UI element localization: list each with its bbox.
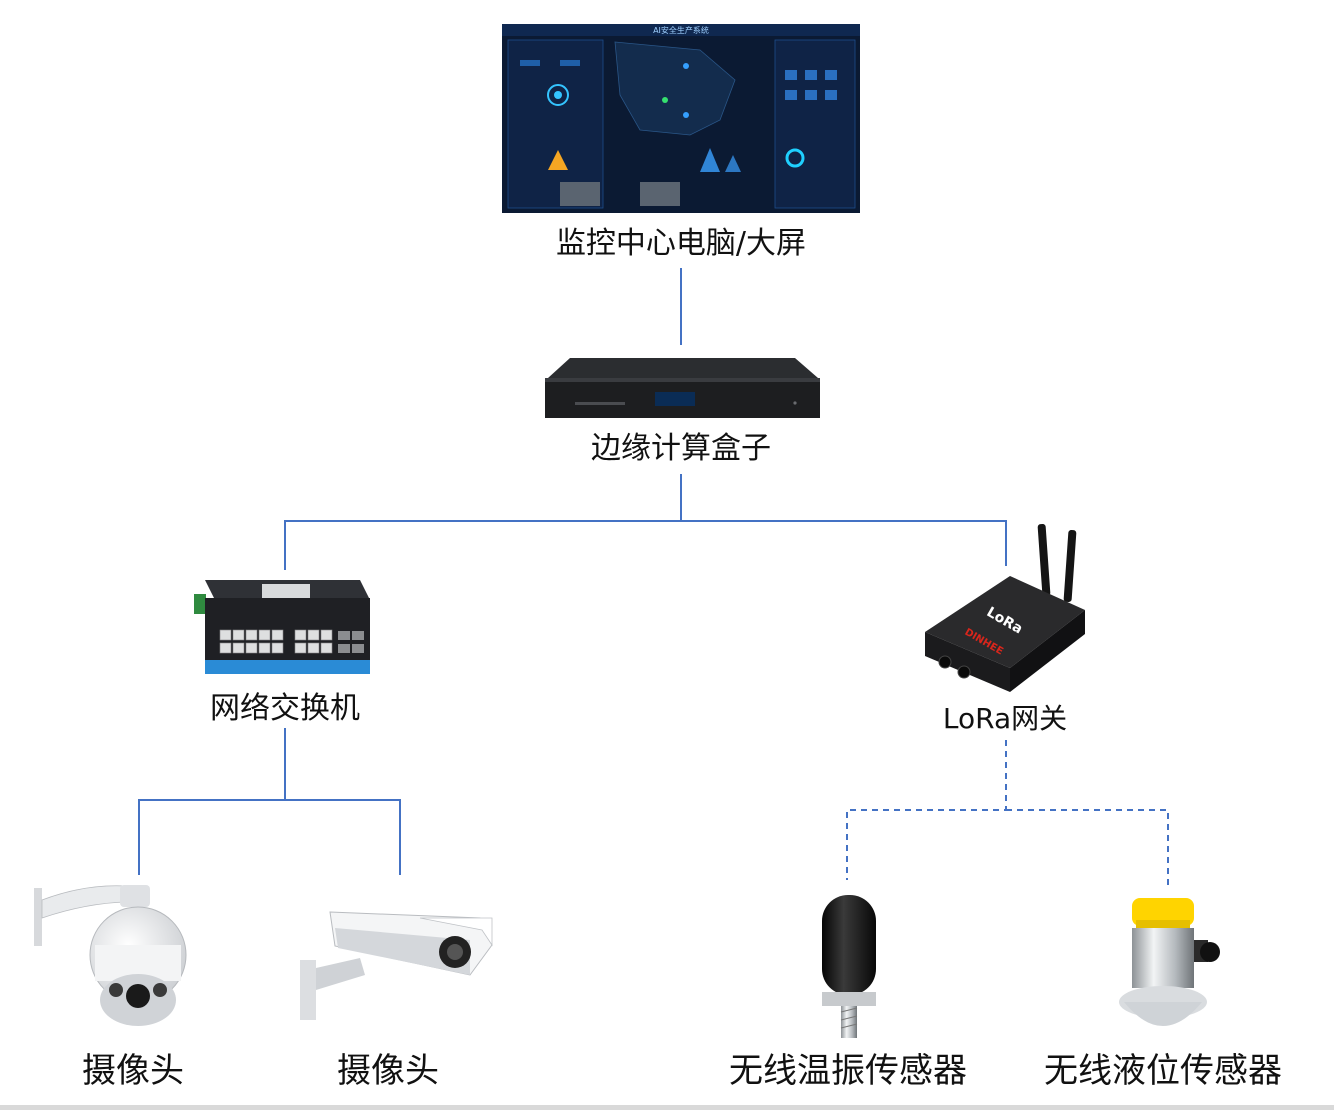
level-sensor-label: 无线液位传感器 [1044,1051,1282,1091]
connector-lines [138,268,1169,890]
edge-switch-to-cameras [138,728,286,875]
edge-switch-to-bullet-camera [285,799,401,875]
temp-vibration-sensor-label: 无线温振传感器 [729,1051,967,1091]
edge-computing-box-icon [545,358,820,418]
monitor-label: 监控中心电脑/大屏 [556,226,806,261]
temp-vibration-sensor-icon [822,895,876,1038]
lora-gateway-icon: LoRa DINHEE [925,524,1085,692]
edge-lora-to-sensors [846,740,1007,880]
camera-bullet-label: 摄像头 [337,1051,439,1091]
level-sensor-icon [1119,898,1220,1026]
screen-title: AI安全生产系统 [653,25,709,35]
edge-edgebox-to-switch-and-lora [284,474,682,570]
switch-label: 网络交换机 [210,691,360,726]
edge-lora-to-level-sensor [1006,809,1169,890]
lora-gateway-label: LoRa网关 [943,702,1067,735]
edge-edgebox-to-lora [681,520,1007,566]
bullet-camera-icon [300,911,493,1020]
camera-dome-label: 摄像头 [82,1051,184,1091]
dome-camera-icon [34,885,187,1026]
edge-box-label: 边缘计算盒子 [591,431,771,466]
bottom-border [0,1105,1334,1110]
network-switch-icon [194,580,370,674]
monitor-screen-icon: AI安全生产系统 [502,24,860,213]
